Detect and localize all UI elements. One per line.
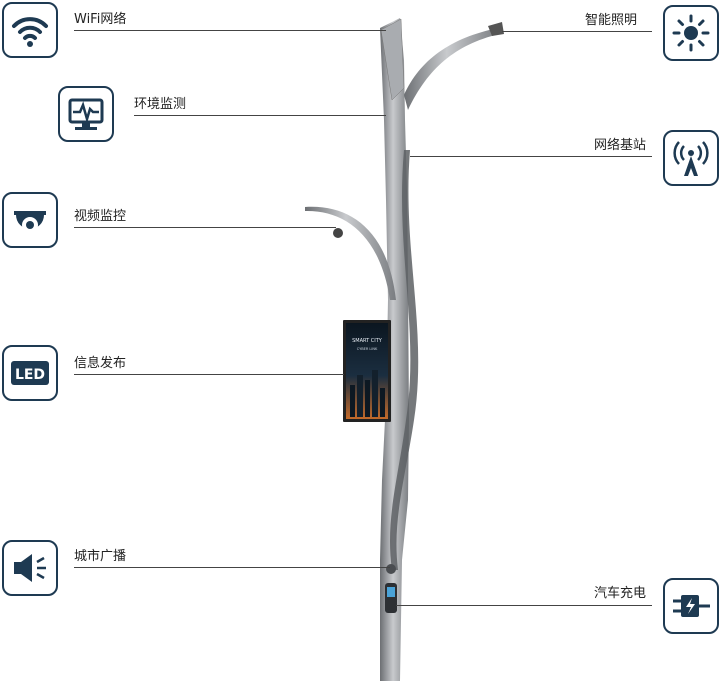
lighting-icon-box — [663, 5, 719, 61]
wifi-icon-box — [2, 2, 58, 58]
lighting-arm — [404, 28, 499, 110]
camera-arm — [305, 206, 396, 300]
camera-dome — [333, 228, 343, 238]
main-pole — [380, 18, 409, 681]
leader-line-wifi — [74, 30, 386, 31]
leader-line-lighting — [502, 31, 652, 32]
wifi-icon — [12, 17, 48, 47]
feature-label-broadcast: 城市广播 — [74, 549, 127, 564]
skyline-1 — [350, 385, 355, 417]
solar-panel — [380, 18, 405, 101]
leader-line-charging — [396, 605, 652, 606]
antenna-tower-icon — [673, 141, 709, 176]
skyline-4 — [372, 370, 378, 417]
feature-label-basestation: 网络基站 — [594, 138, 647, 153]
charging-icon-box — [663, 578, 719, 634]
basestation-icon-box — [663, 130, 719, 186]
svg-text:LED: LED — [15, 367, 45, 383]
ribbon-strip — [390, 150, 419, 570]
security-camera-icon — [14, 211, 46, 233]
leader-line-cctv — [74, 227, 336, 228]
speaker-icon — [14, 554, 46, 582]
feature-label-env: 环境监测 — [134, 97, 187, 112]
screen-title: SMART CITY — [352, 338, 383, 344]
skyline-3 — [365, 380, 370, 417]
cctv-icon-box — [2, 192, 58, 248]
feature-label-wifi: WiFi网络 — [74, 12, 127, 27]
broadcast-icon-box — [2, 540, 58, 596]
skyline-2 — [357, 375, 363, 417]
charging-screen — [387, 587, 395, 597]
speaker-grill — [386, 564, 396, 574]
feature-label-charging: 汽车充电 — [594, 586, 647, 601]
feature-label-lighting: 智能照明 — [585, 13, 638, 28]
leader-line-basestation — [410, 156, 652, 157]
lamp-head — [488, 22, 504, 36]
leader-line-env — [134, 115, 386, 116]
feature-label-led: 信息发布 — [74, 356, 127, 371]
skyline-5 — [380, 388, 385, 417]
leader-line-led — [74, 374, 344, 375]
env-icon-box — [58, 86, 114, 142]
ev-charging-plug-icon — [673, 595, 710, 617]
leader-line-broadcast — [74, 567, 390, 568]
monitor-waveform-icon — [68, 98, 104, 130]
screen-subtitle: CYBER LINK — [357, 347, 378, 351]
led-icon-box: LED — [2, 345, 58, 401]
sun-icon — [672, 14, 710, 52]
feature-label-cctv: 视频监控 — [74, 209, 127, 224]
led-text-icon: LED — [11, 361, 49, 385]
